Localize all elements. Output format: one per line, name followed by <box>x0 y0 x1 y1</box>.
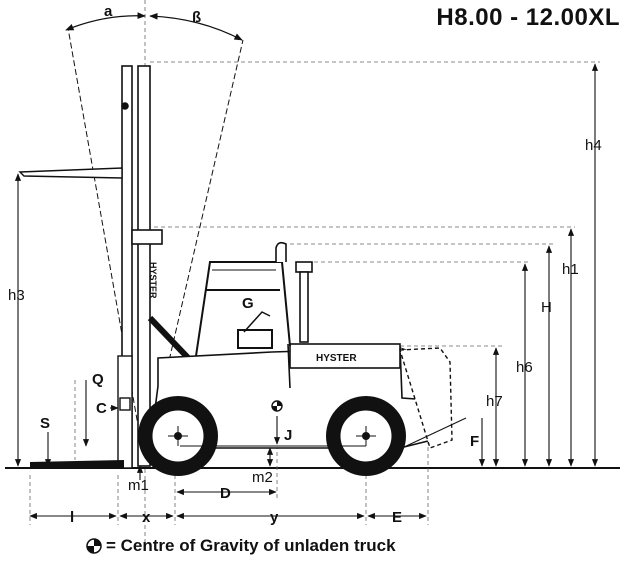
lowered-fork <box>30 460 124 468</box>
label-y: y <box>270 509 279 526</box>
body-brand-text: HYSTER <box>316 353 357 364</box>
label-l: l <box>70 509 74 526</box>
label-G: G <box>242 295 254 312</box>
departure-angle-line <box>401 417 467 449</box>
counterweight <box>399 347 453 449</box>
label-m1: m1 <box>128 477 149 494</box>
label-E: E <box>392 509 402 526</box>
label-h1: h1 <box>562 261 579 278</box>
centre-of-gravity-marker <box>271 400 283 412</box>
label-h4: h4 <box>585 137 602 154</box>
tilt-arc-a <box>65 12 146 31</box>
exhaust-stack <box>275 241 313 343</box>
label-beta: ß <box>192 9 201 26</box>
tilt-arc-beta <box>149 12 243 41</box>
front-wheel <box>138 396 218 476</box>
model-title: H8.00 - 12.00XL <box>436 4 620 31</box>
label-S: S <box>40 415 50 432</box>
rear-wheel <box>326 396 406 476</box>
tilt-cylinder <box>147 315 195 365</box>
label-H: H <box>541 299 552 316</box>
label-a: a <box>104 3 113 20</box>
label-C: C <box>96 400 107 417</box>
label-J: J <box>284 427 292 444</box>
label-D: D <box>220 485 231 502</box>
label-h7: h7 <box>486 393 503 410</box>
label-h6: h6 <box>516 359 533 376</box>
label-h3: h3 <box>8 287 25 304</box>
label-m2: m2 <box>252 469 273 486</box>
cg-caption: = Centre of Gravity of unladen truck <box>86 536 396 556</box>
label-x: x <box>142 509 151 526</box>
caption-text: = Centre of Gravity of unladen truck <box>106 536 396 555</box>
carriage <box>117 355 133 469</box>
mast-brand-text: HYSTER <box>148 262 158 299</box>
raised-fork <box>18 167 123 179</box>
cab <box>195 261 291 357</box>
label-F: F <box>470 433 479 450</box>
dimension-labels: a ß h4 h1 H h6 h7 h3 G Q C S J F m1 m2 D… <box>8 3 602 526</box>
label-Q: Q <box>92 371 104 388</box>
centre-of-gravity-icon <box>86 538 102 554</box>
